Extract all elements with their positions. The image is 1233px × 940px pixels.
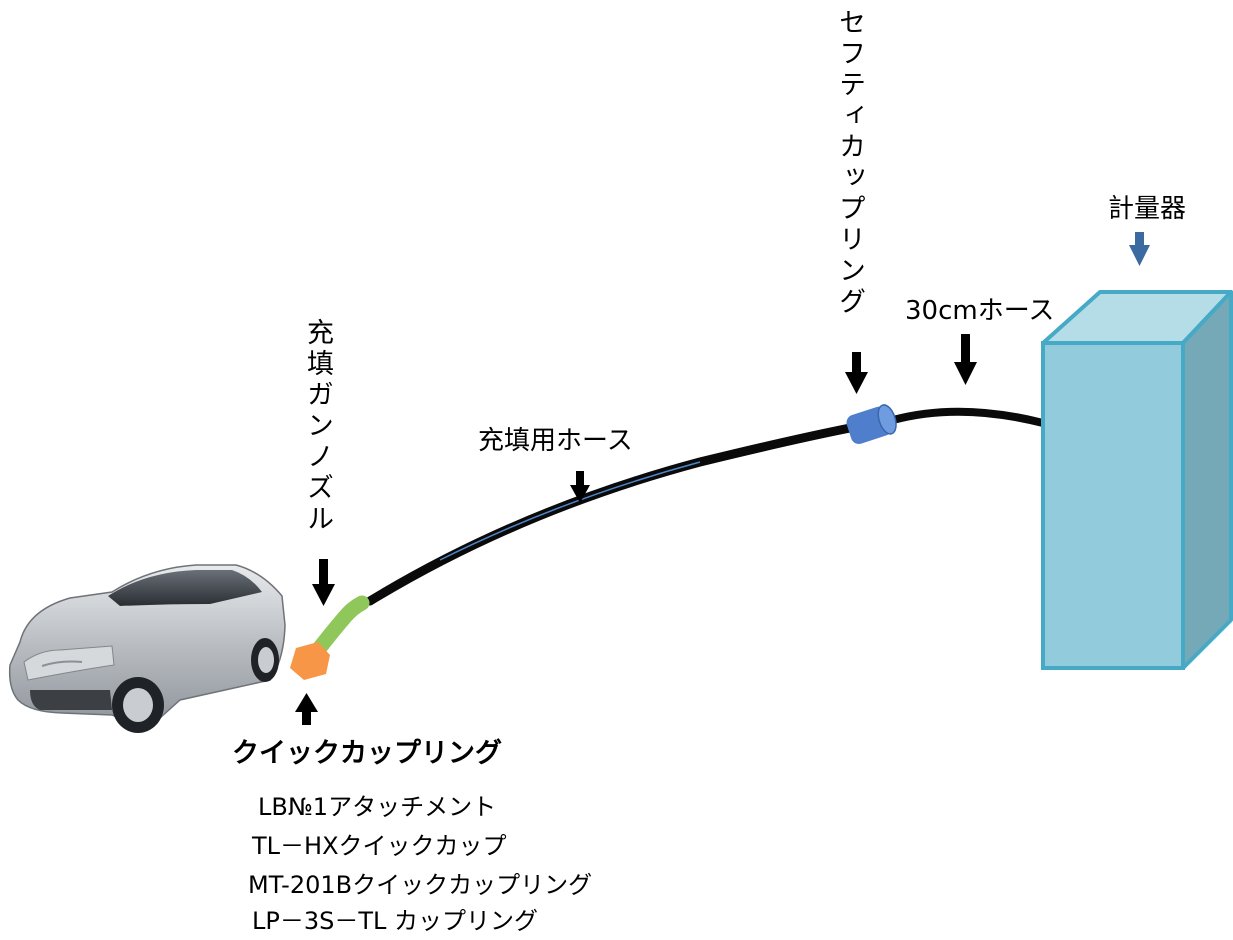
safety-coupling-part [846, 404, 897, 444]
filling-hose-highlight [439, 461, 701, 561]
short-hose [889, 407, 1047, 427]
spec-item-3: MT-201Bクイックカップリング [248, 871, 593, 899]
label-quick-coupling: クイックカップリング [232, 738, 502, 769]
label-fill-hose: 充填用ホース [478, 426, 633, 456]
spec-item-2: TL－HXクイックカップ [252, 832, 507, 860]
spec-item-4: LP－3S－TL カップリング [252, 907, 539, 935]
arrow-quick-coupling [295, 693, 318, 725]
arrow-30cm-hose [954, 334, 977, 385]
spec-item-1: LB№1アタッチメント [258, 793, 497, 821]
label-30cm-hose: 30cmホース [905, 296, 1055, 326]
arrow-fill-hose [570, 471, 590, 503]
quick-coupling-part [290, 642, 330, 680]
car-image [8, 564, 286, 733]
arrow-meter [1129, 232, 1150, 266]
arrow-safety-coupling [845, 352, 868, 394]
nozzle-part [310, 595, 370, 658]
label-meter: 計量器 [1108, 194, 1187, 224]
meter-box [1041, 290, 1233, 670]
label-safety-coupling: セフティカップリング [834, 8, 865, 318]
arrow-nozzle [312, 559, 335, 606]
label-nozzle: 充填ガンノズル [302, 318, 333, 535]
